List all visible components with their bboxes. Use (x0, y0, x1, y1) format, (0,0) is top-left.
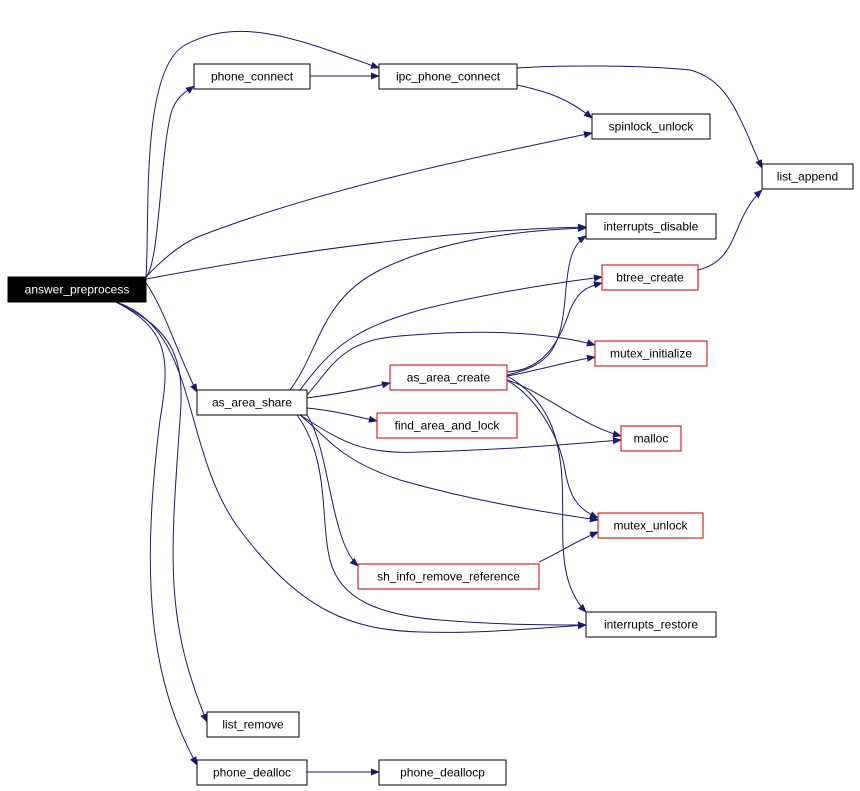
node-label: phone_connect (211, 70, 294, 84)
node-label: interrupts_restore (604, 618, 698, 632)
node-label: ipc_phone_connect (396, 70, 501, 84)
edge-as-area-share-to-interrupts-restore (296, 414, 587, 629)
edge-as-area-share-to-interrupts-disable (289, 224, 587, 391)
node-box (7, 276, 147, 303)
edge-as-area-share-to-as-area-create (306, 381, 391, 399)
edge-answer-preprocess-to-list-remove (115, 301, 208, 723)
node-btree-create[interactable]: btree_create (601, 264, 699, 291)
edge-as-area-create-to-btree-create (506, 281, 603, 373)
node-label: find_area_and_lock (395, 419, 501, 433)
node-label: sh_info_remove_reference (377, 570, 520, 584)
node-box (597, 512, 704, 539)
edges-layer (115, 30, 763, 776)
node-label: phone_deallocp (400, 766, 485, 780)
node-label: malloc (634, 432, 669, 446)
edge-as-area-share-to-mutex-initialize (306, 331, 596, 396)
edge-as-area-create-to-interrupts-disable (506, 235, 587, 376)
node-box (585, 213, 717, 240)
edge-as-area-create-to-mutex-initialize (506, 354, 596, 377)
node-label: list_append (777, 170, 838, 184)
node-box (206, 711, 300, 738)
node-mutex-unlock[interactable]: mutex_unlock (597, 512, 704, 539)
edge-answer-preprocess-to-phone-dealloc (115, 301, 198, 766)
edge-ipc-phone-connect-to-spinlock-unlock (516, 84, 593, 119)
node-label: spinlock_unlock (609, 120, 695, 134)
node-box (378, 759, 507, 786)
node-phone-deallocp[interactable]: phone_deallocp (378, 759, 507, 786)
node-mutex-initialize[interactable]: mutex_initialize (594, 340, 708, 367)
node-box (601, 264, 699, 291)
node-box (389, 364, 508, 391)
edge-as-area-share-to-mutex-unlock (299, 414, 599, 523)
edge-as-area-create-to-mutex-unlock (506, 379, 599, 519)
node-box (193, 63, 311, 90)
node-as-area-share[interactable]: as_area_share (196, 389, 308, 416)
node-box (376, 412, 518, 439)
node-ipc-phone-connect[interactable]: ipc_phone_connect (378, 63, 518, 90)
node-label: mutex_unlock (613, 519, 688, 533)
node-find-area-and-lock[interactable]: find_area_and_lock (376, 412, 518, 439)
edge-answer-preprocess-to-phone-connect (145, 85, 195, 278)
edge-btree-create-to-list-append (697, 189, 763, 271)
node-phone-dealloc[interactable]: phone_dealloc (196, 759, 308, 786)
node-spinlock-unlock[interactable]: spinlock_unlock (591, 113, 711, 140)
edge-as-area-share-to-btree-create (299, 274, 603, 391)
edge-as-area-share-to-find-area-and-lock (306, 407, 378, 423)
node-box (591, 113, 711, 140)
edge-answer-preprocess-to-as-area-share (145, 282, 198, 393)
node-box (620, 425, 682, 452)
node-label: answer_preprocess (25, 283, 130, 297)
nodes-layer: answer_preprocess phone_connect ipc_phone_… (7, 63, 854, 786)
node-phone-connect[interactable]: phone_connect (193, 63, 311, 90)
edge-answer-preprocess-to-ipc-phone-connect (145, 30, 380, 278)
edge-answer-preprocess-to-spinlock-unlock (145, 131, 593, 278)
node-label: mutex_initialize (610, 347, 692, 361)
node-label: as_area_share (212, 396, 292, 410)
edge-answer-preprocess-to-interrupts-disable (145, 223, 587, 280)
edge-as-area-create-to-malloc (506, 379, 622, 438)
node-answer-preprocess[interactable]: answer_preprocess (7, 276, 147, 303)
node-list-remove[interactable]: list_remove (206, 711, 300, 738)
edge-sh-info-remove-reference-to-mutex-unlock (538, 531, 599, 563)
node-box (594, 340, 708, 367)
node-box (378, 63, 518, 90)
node-malloc[interactable]: malloc (620, 425, 682, 452)
node-interrupts-disable[interactable]: interrupts_disable (585, 213, 717, 240)
node-box (585, 611, 717, 638)
edge-as-area-create-to-interrupts-restore (506, 375, 587, 613)
node-label: btree_create (616, 271, 684, 285)
node-box (761, 163, 854, 190)
node-label: as_area_create (407, 371, 491, 385)
node-box (357, 563, 540, 590)
node-interrupts-restore[interactable]: interrupts_restore (585, 611, 717, 638)
node-box (196, 759, 308, 786)
node-label: list_remove (222, 718, 284, 732)
node-box (196, 389, 308, 416)
node-as-area-create[interactable]: as_area_create (389, 364, 508, 391)
node-label: phone_dealloc (213, 766, 291, 780)
node-label: interrupts_disable (604, 220, 699, 234)
edge-as-area-share-to-sh-info-remove-reference (306, 414, 359, 567)
edge-answer-preprocess-to-interrupts-restore (115, 301, 587, 633)
edge-as-area-share-to-malloc (299, 414, 622, 453)
edge-ipc-phone-connect-to-list-append (516, 65, 763, 169)
node-list-append[interactable]: list_append (761, 163, 854, 190)
node-sh-info-remove-reference[interactable]: sh_info_remove_reference (357, 563, 540, 590)
